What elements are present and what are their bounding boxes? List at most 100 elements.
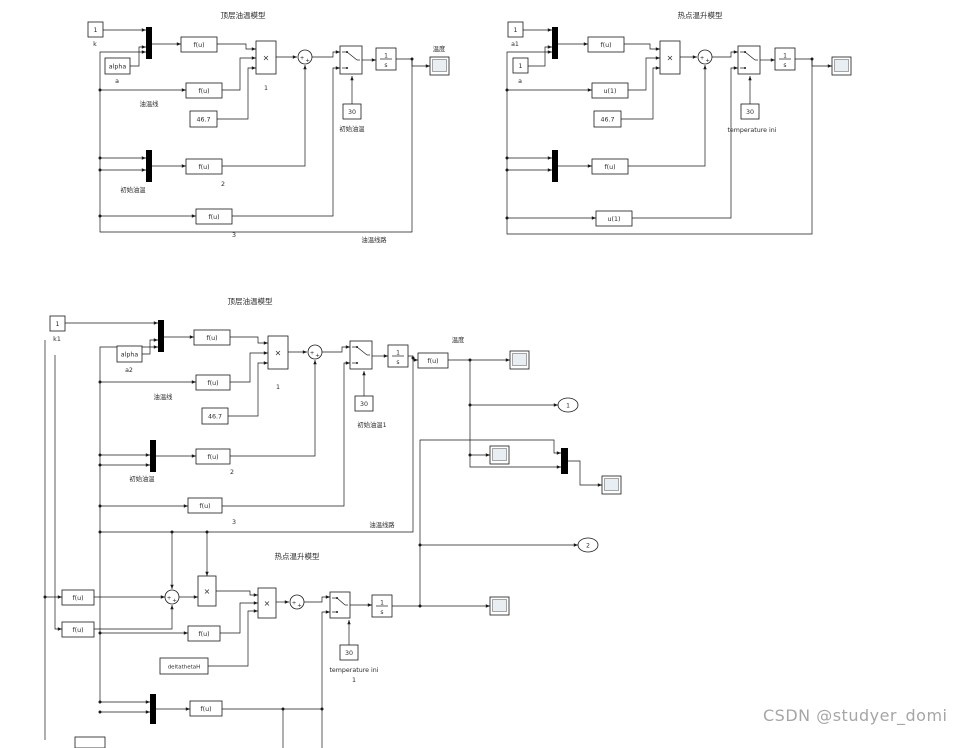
constant-30[interactable]: 30: [342, 103, 362, 120]
constant-46-7[interactable]: 46.7: [189, 110, 218, 128]
product-1[interactable]: ×: [255, 40, 277, 75]
wire-junction-dot: [98, 453, 102, 457]
wire-arrowhead: [350, 76, 354, 81]
wire-junction-dot: [418, 543, 422, 547]
wire-junction-dot: [205, 530, 209, 534]
wire-arrowhead: [145, 463, 150, 467]
wire-arrowhead: [145, 710, 150, 714]
wire-arrowhead: [292, 55, 297, 59]
constant-k[interactable]: 1: [87, 21, 104, 38]
mux-2[interactable]: [150, 440, 156, 472]
wire-arrowhead: [263, 341, 268, 345]
fcn-2[interactable]: f(u): [185, 158, 223, 175]
sum-sign: +: [292, 601, 297, 607]
wire-arrowhead: [251, 66, 256, 70]
signal-wire: [99, 346, 414, 533]
sum-1[interactable]: ++: [297, 49, 313, 65]
mux-3[interactable]: [561, 448, 568, 474]
integrator-hotspot[interactable]: 1s: [371, 594, 393, 618]
mux-2[interactable]: [146, 150, 152, 182]
constant-30[interactable]: 30: [354, 395, 374, 412]
fcn-oil-curve[interactable]: f(u): [195, 374, 231, 391]
wire-arrowhead: [313, 360, 317, 365]
product-hotspot-2[interactable]: ×: [257, 587, 277, 619]
mux-bar: [146, 150, 152, 182]
scope-3[interactable]: [601, 475, 622, 495]
fcn-oil-curve[interactable]: f(u): [185, 82, 223, 99]
constant-46-7[interactable]: 46.7: [201, 407, 229, 425]
sum-1[interactable]: ++: [697, 49, 713, 65]
block-text: f(u): [600, 42, 611, 49]
constant-k1[interactable]: 1: [49, 315, 66, 332]
fcn-1[interactable]: f(u): [180, 36, 218, 53]
signal-wire: [54, 355, 62, 630]
block-text: f(u): [198, 631, 209, 638]
fcn-2[interactable]: f(u): [591, 158, 629, 175]
fcn-out[interactable]: f(u): [417, 352, 449, 369]
fcn-2[interactable]: f(u): [195, 448, 231, 465]
mux-4[interactable]: [150, 694, 156, 724]
wire-arrowhead: [181, 164, 186, 168]
constant-alpha[interactable]: alpha: [104, 57, 131, 75]
wire-arrowhead: [191, 214, 196, 218]
wire-junction-dot: [98, 700, 102, 704]
switch-1[interactable]: [737, 45, 761, 75]
constant-46-7[interactable]: 46.7: [593, 110, 622, 128]
constant-a[interactable]: 1: [512, 57, 529, 74]
switch-1[interactable]: [349, 340, 373, 370]
sum-sign: +: [167, 596, 172, 602]
fcn-1[interactable]: f(u): [587, 36, 625, 53]
switch-1[interactable]: [339, 45, 363, 75]
switch-hotspot[interactable]: [329, 591, 351, 619]
fcn-3[interactable]: f(u): [195, 208, 233, 225]
mux-1[interactable]: [158, 320, 164, 352]
mux-2[interactable]: [552, 150, 558, 182]
block-text: u(1): [604, 88, 617, 95]
fcn-hotspot-1[interactable]: f(u): [61, 589, 95, 606]
outport-1[interactable]: 1: [557, 397, 579, 413]
constant-deltathetaH[interactable]: deltathetaH: [159, 657, 209, 675]
constant-a1[interactable]: 1: [507, 21, 524, 38]
constant-30-hotspot[interactable]: 30: [339, 644, 359, 661]
sum-sign: +: [305, 58, 310, 64]
wire-arrowhead: [547, 45, 552, 49]
block-text: 46.7: [196, 116, 210, 123]
fcn-1[interactable]: f(u): [193, 329, 231, 346]
integrator-1[interactable]: 1s: [387, 344, 409, 368]
wire-arrowhead: [153, 321, 158, 325]
wire-junction-dot: [505, 156, 509, 160]
scope-screen: [834, 59, 849, 72]
scope-temperature[interactable]: [429, 56, 450, 76]
fcn-u1-2[interactable]: u(1): [595, 210, 633, 227]
scope-2[interactable]: [489, 445, 510, 465]
product-1[interactable]: ×: [659, 40, 681, 75]
wire-junction-dot: [98, 156, 102, 160]
fcn-hotspot-2[interactable]: f(u): [61, 621, 95, 638]
sum-hotspot-1[interactable]: ++: [164, 589, 180, 605]
constant-30[interactable]: 30: [740, 103, 760, 120]
wire-arrowhead: [253, 593, 258, 597]
product-hotspot-1[interactable]: ×: [197, 575, 217, 607]
fcn-hotspot-4[interactable]: f(u): [189, 700, 223, 717]
partial-block[interactable]: [74, 736, 106, 748]
wire-junction-dot: [170, 530, 174, 534]
sum-1[interactable]: ++: [307, 344, 323, 360]
signal-wire: [632, 67, 738, 219]
scope-1[interactable]: [831, 56, 852, 76]
scope-hotspot[interactable]: [489, 596, 510, 616]
constant-alpha[interactable]: alpha: [116, 345, 143, 363]
fcn-u1[interactable]: u(1): [591, 82, 629, 99]
wire-arrowhead: [371, 58, 376, 62]
product-1[interactable]: ×: [267, 335, 289, 370]
integrator-1[interactable]: 1s: [774, 47, 796, 71]
mux-1[interactable]: [552, 27, 558, 59]
wire-junction-dot: [320, 707, 324, 711]
wire-arrowhead: [251, 47, 256, 51]
scope-temperature[interactable]: [509, 350, 530, 370]
sum-hotspot-2[interactable]: ++: [289, 594, 305, 610]
outport-2[interactable]: 2: [577, 537, 599, 553]
mux-1[interactable]: [146, 27, 152, 59]
fcn-3[interactable]: f(u): [187, 497, 223, 514]
integrator-1[interactable]: 1s: [375, 47, 397, 71]
fcn-hotspot-3[interactable]: f(u): [187, 625, 221, 642]
